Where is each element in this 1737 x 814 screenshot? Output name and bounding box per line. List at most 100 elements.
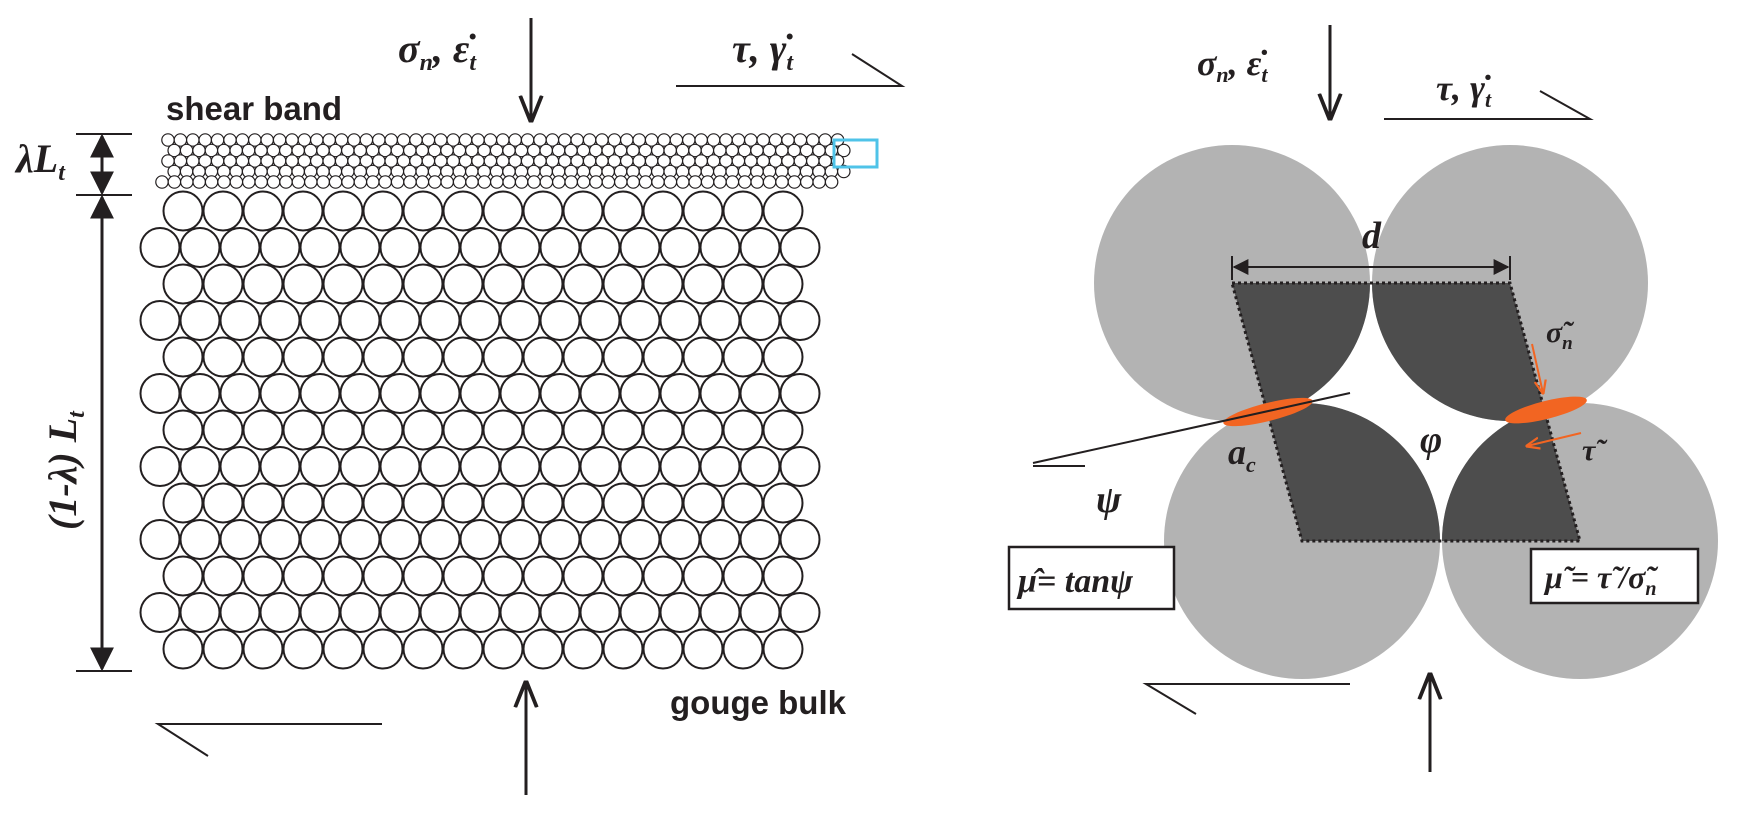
particle <box>482 409 524 451</box>
particle <box>539 519 581 560</box>
particle <box>482 555 524 597</box>
particle <box>362 263 404 305</box>
particle <box>659 227 701 268</box>
particle <box>139 519 181 560</box>
particle <box>659 519 701 560</box>
right-panel: d σ̃n τ̃ ac φ ψ μ̂= tanψ μ̃ = τ̃ /σ̃n σn… <box>1007 25 1718 772</box>
particle <box>442 555 484 597</box>
particle <box>202 263 244 305</box>
particle <box>162 482 204 524</box>
particle <box>217 175 231 189</box>
particle <box>824 175 839 189</box>
particle <box>459 446 501 487</box>
particle <box>775 175 789 189</box>
particle <box>242 482 284 524</box>
particle <box>659 592 701 633</box>
particle <box>322 263 364 305</box>
particle <box>162 336 204 378</box>
particle <box>442 263 484 305</box>
particle <box>482 263 524 305</box>
particle <box>242 175 256 189</box>
particle <box>699 227 741 268</box>
particle <box>155 175 169 189</box>
particle <box>353 175 368 189</box>
particle <box>699 446 741 487</box>
particle <box>339 519 381 560</box>
right-top-normal-label: σn, ε̇t <box>1197 43 1268 87</box>
particle <box>442 628 484 670</box>
particle <box>339 446 381 487</box>
psi-tangent-line <box>1032 392 1351 464</box>
particle <box>522 263 564 305</box>
particle <box>713 175 727 189</box>
particle <box>682 190 724 232</box>
particle <box>499 592 541 633</box>
particle <box>402 482 444 524</box>
particle <box>219 592 261 633</box>
particle <box>179 446 221 487</box>
particle <box>402 409 444 451</box>
particle <box>282 190 324 232</box>
particle <box>499 227 541 268</box>
particle <box>339 592 381 633</box>
particle <box>322 555 364 597</box>
particle <box>682 263 724 305</box>
particle <box>390 175 405 189</box>
particle <box>779 300 821 341</box>
shear-band-label: shear band <box>166 90 342 127</box>
particle <box>688 175 702 189</box>
particle <box>762 175 777 189</box>
particle <box>402 263 444 305</box>
particle <box>750 175 764 189</box>
particle <box>539 592 581 633</box>
particle <box>402 555 444 597</box>
particle <box>139 227 181 268</box>
particle <box>162 555 204 597</box>
particle <box>162 263 204 305</box>
particle <box>442 190 484 232</box>
particle <box>465 175 479 189</box>
highlight-box <box>832 138 879 169</box>
particle <box>562 263 604 305</box>
particle <box>722 482 764 524</box>
particle <box>179 592 221 633</box>
particle <box>139 446 181 487</box>
particle <box>562 409 604 451</box>
particle <box>762 336 804 378</box>
particle <box>638 175 653 189</box>
particle <box>202 190 244 232</box>
particle <box>579 592 621 633</box>
particle <box>442 409 484 451</box>
particle <box>402 628 444 670</box>
particle <box>452 175 467 189</box>
particle <box>626 175 640 189</box>
particle <box>682 555 724 597</box>
particle <box>659 300 701 341</box>
particle <box>259 446 301 487</box>
particle <box>322 336 364 378</box>
particle <box>564 175 578 189</box>
particle <box>219 300 261 341</box>
particle <box>675 175 690 189</box>
particle <box>762 409 804 451</box>
particle <box>682 409 724 451</box>
particle <box>642 409 684 451</box>
particle <box>242 336 284 378</box>
particle <box>242 409 284 451</box>
particle <box>299 592 341 633</box>
particle <box>259 227 301 268</box>
unit-cell-outline <box>1230 281 1582 543</box>
particle <box>762 190 804 232</box>
particle <box>539 373 581 414</box>
particle <box>266 175 281 189</box>
particle <box>482 628 524 670</box>
particle <box>322 190 364 232</box>
particle <box>362 482 404 524</box>
particle <box>739 519 781 560</box>
particle <box>219 227 261 268</box>
particle <box>579 373 621 414</box>
particle <box>282 628 324 670</box>
particle <box>602 263 644 305</box>
particle <box>663 175 678 189</box>
